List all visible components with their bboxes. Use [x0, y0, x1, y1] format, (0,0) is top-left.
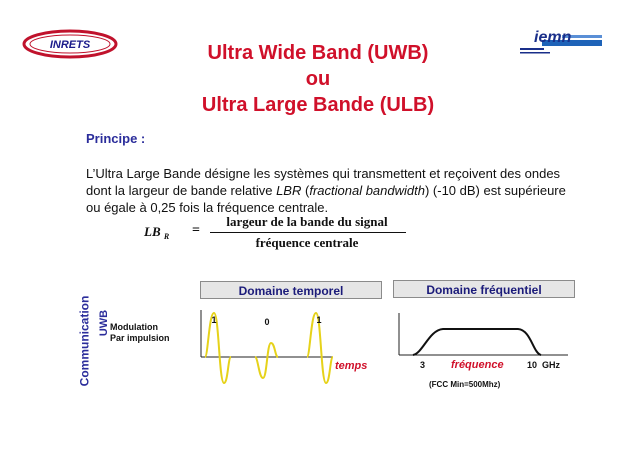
formula-lhs-main: LB — [144, 224, 161, 239]
row-label-line-1: Modulation — [110, 322, 158, 332]
frequency-axis-label: fréquence — [451, 359, 504, 371]
title-line-1: Ultra Wide Band (UWB) — [207, 42, 429, 64]
formula-denominator: fréquence centrale — [255, 235, 359, 250]
definition-paragraph: L’Ultra Large Bande désigne les systèmes… — [86, 165, 566, 216]
pulse-2 — [306, 311, 334, 385]
title-line-3: Ultra Large Bande (ULB) — [201, 94, 435, 116]
inrets-logo-text: INRETS — [50, 39, 91, 51]
principe-heading: Principe : — [86, 131, 146, 146]
temporal-axis-label: temps — [335, 360, 367, 372]
title-line-2: ou — [305, 68, 331, 90]
temporal-plot: 1 0 1 temps — [200, 310, 367, 385]
formula-equals: = — [192, 223, 200, 238]
frequency-unit: GHz — [542, 360, 561, 370]
side-label-uwb: UWB — [98, 309, 111, 337]
frequency-tick-start: 3 — [420, 360, 425, 370]
formula-lhs-sub: R — [163, 232, 170, 241]
frequency-plot: 3 fréquence 10 GHz (FCC Min=500Mhz) — [398, 313, 568, 389]
pulse-label-0: 0 — [264, 317, 269, 327]
frequency-domain-header: Domaine fréquentiel — [393, 280, 575, 298]
paragraph-part-1: L’Ultra Large Bande désigne les systèmes… — [86, 166, 561, 198]
paragraph-abbr: LBR — [276, 183, 302, 198]
formula-lhs: LB R — [144, 224, 169, 241]
pulse-0 — [254, 341, 279, 380]
page-title: Ultra Wide Band (UWB) ou Ultra Large Ban… — [150, 40, 486, 118]
pulse-1 — [204, 311, 232, 385]
frequency-tick-end: 10 — [527, 360, 537, 370]
frequency-spectrum-curve — [412, 328, 542, 356]
formula: LB R = largeur de la bande du signal fré… — [144, 214, 414, 256]
iemn-logo-text: iemn — [534, 29, 572, 46]
formula-numerator: largeur de la bande du signal — [226, 214, 388, 229]
paragraph-english: fractional bandwidth — [309, 183, 425, 198]
pulse-label-2: 1 — [316, 315, 321, 325]
row-label-line-2: Par impulsion — [110, 333, 170, 343]
inrets-logo: INRETS — [22, 29, 118, 59]
side-label-communication: Communication — [77, 295, 92, 387]
paragraph-part-2: ( — [301, 183, 310, 198]
frequency-note: (FCC Min=500Mhz) — [429, 380, 501, 389]
iemn-logo: iemn — [520, 29, 602, 54]
row-label: Modulation Par impulsion — [110, 322, 170, 344]
pulse-label-1: 1 — [211, 315, 216, 325]
paragraph-part-3: ) (-10 dB) est supérieure ou égale à 0,2… — [86, 183, 566, 215]
temporal-domain-header: Domaine temporel — [200, 281, 382, 299]
formula-fraction-bar — [210, 232, 406, 233]
